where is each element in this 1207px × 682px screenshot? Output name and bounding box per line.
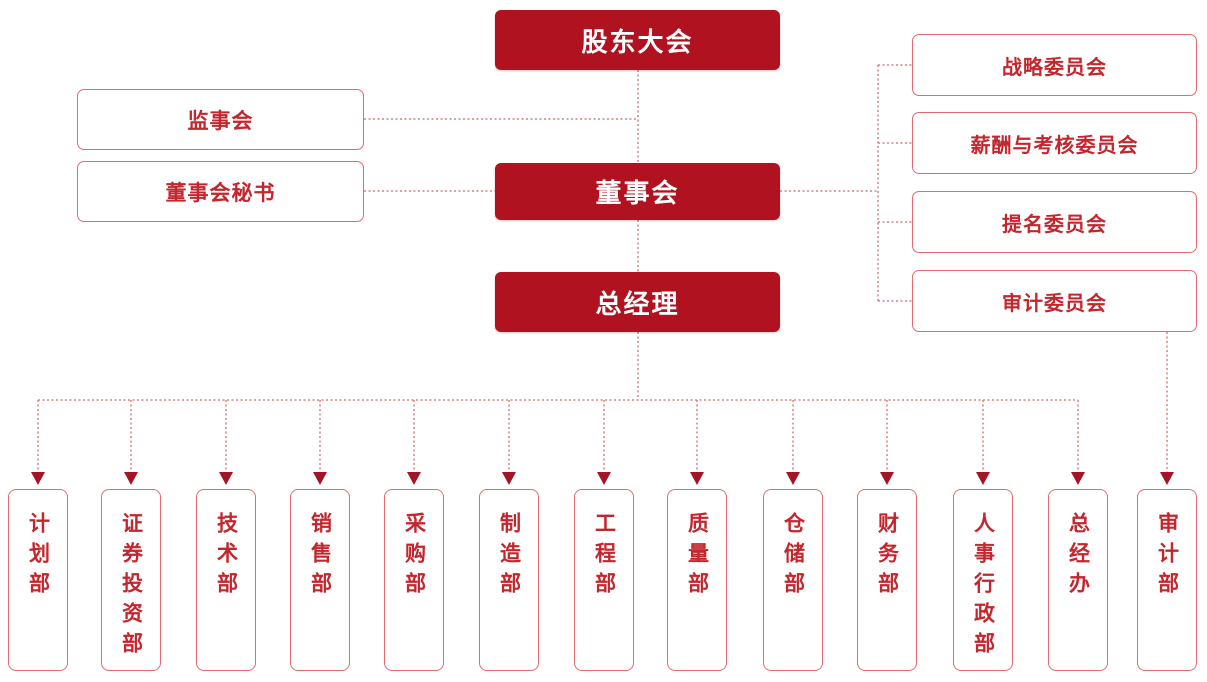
dept-technology-label: 技术部 [214, 512, 238, 602]
dept-manufacturing: 制造部 [479, 489, 539, 671]
arrow-down-icon [976, 472, 990, 485]
dept-gm-office: 总经办 [1048, 489, 1108, 671]
arrowheads [31, 472, 1174, 485]
node-nomination-committee-label: 提名委员会 [1002, 213, 1107, 236]
arrow-down-icon [690, 472, 704, 485]
dept-warehousing: 仓储部 [763, 489, 823, 671]
dept-audit-label: 审计部 [1155, 512, 1179, 602]
dept-warehousing-label: 仓储部 [781, 512, 805, 602]
arrow-down-icon [219, 472, 233, 485]
arrow-down-icon [597, 472, 611, 485]
node-strategy-committee-label: 战略委员会 [1002, 56, 1107, 79]
node-audit-committee-label: 审计委员会 [1002, 292, 1107, 315]
dept-securities-investment: 证券投资部 [101, 489, 161, 671]
node-supervisory-board: 监事会 [77, 89, 364, 150]
arrow-down-icon [502, 472, 516, 485]
arrow-down-icon [124, 472, 138, 485]
arrow-down-icon [313, 472, 327, 485]
connector-department-drops [37, 400, 1079, 472]
arrow-down-icon [31, 472, 45, 485]
node-shareholders-meeting-label: 股东大会 [581, 26, 694, 57]
dept-purchasing-label: 采购部 [402, 512, 426, 602]
node-board-secretary-label: 董事会秘书 [165, 181, 276, 205]
connector-committee-spine [877, 64, 912, 302]
arrow-down-icon [880, 472, 894, 485]
dept-sales-label: 销售部 [308, 512, 332, 602]
node-compensation-committee: 薪酬与考核委员会 [912, 112, 1197, 174]
node-board-of-directors-label: 董事会 [595, 178, 680, 208]
dept-securities-investment-label: 证券投资部 [119, 512, 143, 662]
arrow-down-icon [407, 472, 421, 485]
dept-quality: 质量部 [667, 489, 727, 671]
dept-purchasing: 采购部 [384, 489, 444, 671]
dept-engineering-label: 工程部 [592, 512, 616, 602]
dept-technology: 技术部 [196, 489, 256, 671]
node-strategy-committee: 战略委员会 [912, 34, 1197, 96]
node-audit-committee: 审计委员会 [912, 270, 1197, 332]
arrow-down-icon [1071, 472, 1085, 485]
arrow-down-icon [1160, 472, 1174, 485]
dept-engineering: 工程部 [574, 489, 634, 671]
dept-manufacturing-label: 制造部 [497, 512, 521, 602]
dept-audit: 审计部 [1137, 489, 1197, 671]
dept-finance-label: 财务部 [875, 512, 899, 602]
node-board-of-directors: 董事会 [495, 163, 780, 220]
dept-planning: 计划部 [8, 489, 68, 671]
node-board-secretary: 董事会秘书 [77, 161, 364, 222]
dept-finance: 财务部 [857, 489, 917, 671]
node-general-manager-label: 总经理 [595, 288, 680, 319]
arrow-down-icon [786, 472, 800, 485]
dept-quality-label: 质量部 [685, 512, 709, 602]
dept-sales: 销售部 [290, 489, 350, 671]
dept-gm-office-label: 总经办 [1066, 512, 1090, 602]
node-nomination-committee: 提名委员会 [912, 191, 1197, 253]
node-compensation-committee-label: 薪酬与考核委员会 [970, 134, 1139, 157]
node-shareholders-meeting: 股东大会 [495, 10, 780, 70]
node-supervisory-board-label: 监事会 [187, 109, 254, 133]
dept-planning-label: 计划部 [26, 512, 50, 602]
dept-hr-admin: 人事行政部 [953, 489, 1013, 671]
dept-hr-admin-label: 人事行政部 [971, 512, 995, 662]
node-general-manager: 总经理 [495, 272, 780, 332]
